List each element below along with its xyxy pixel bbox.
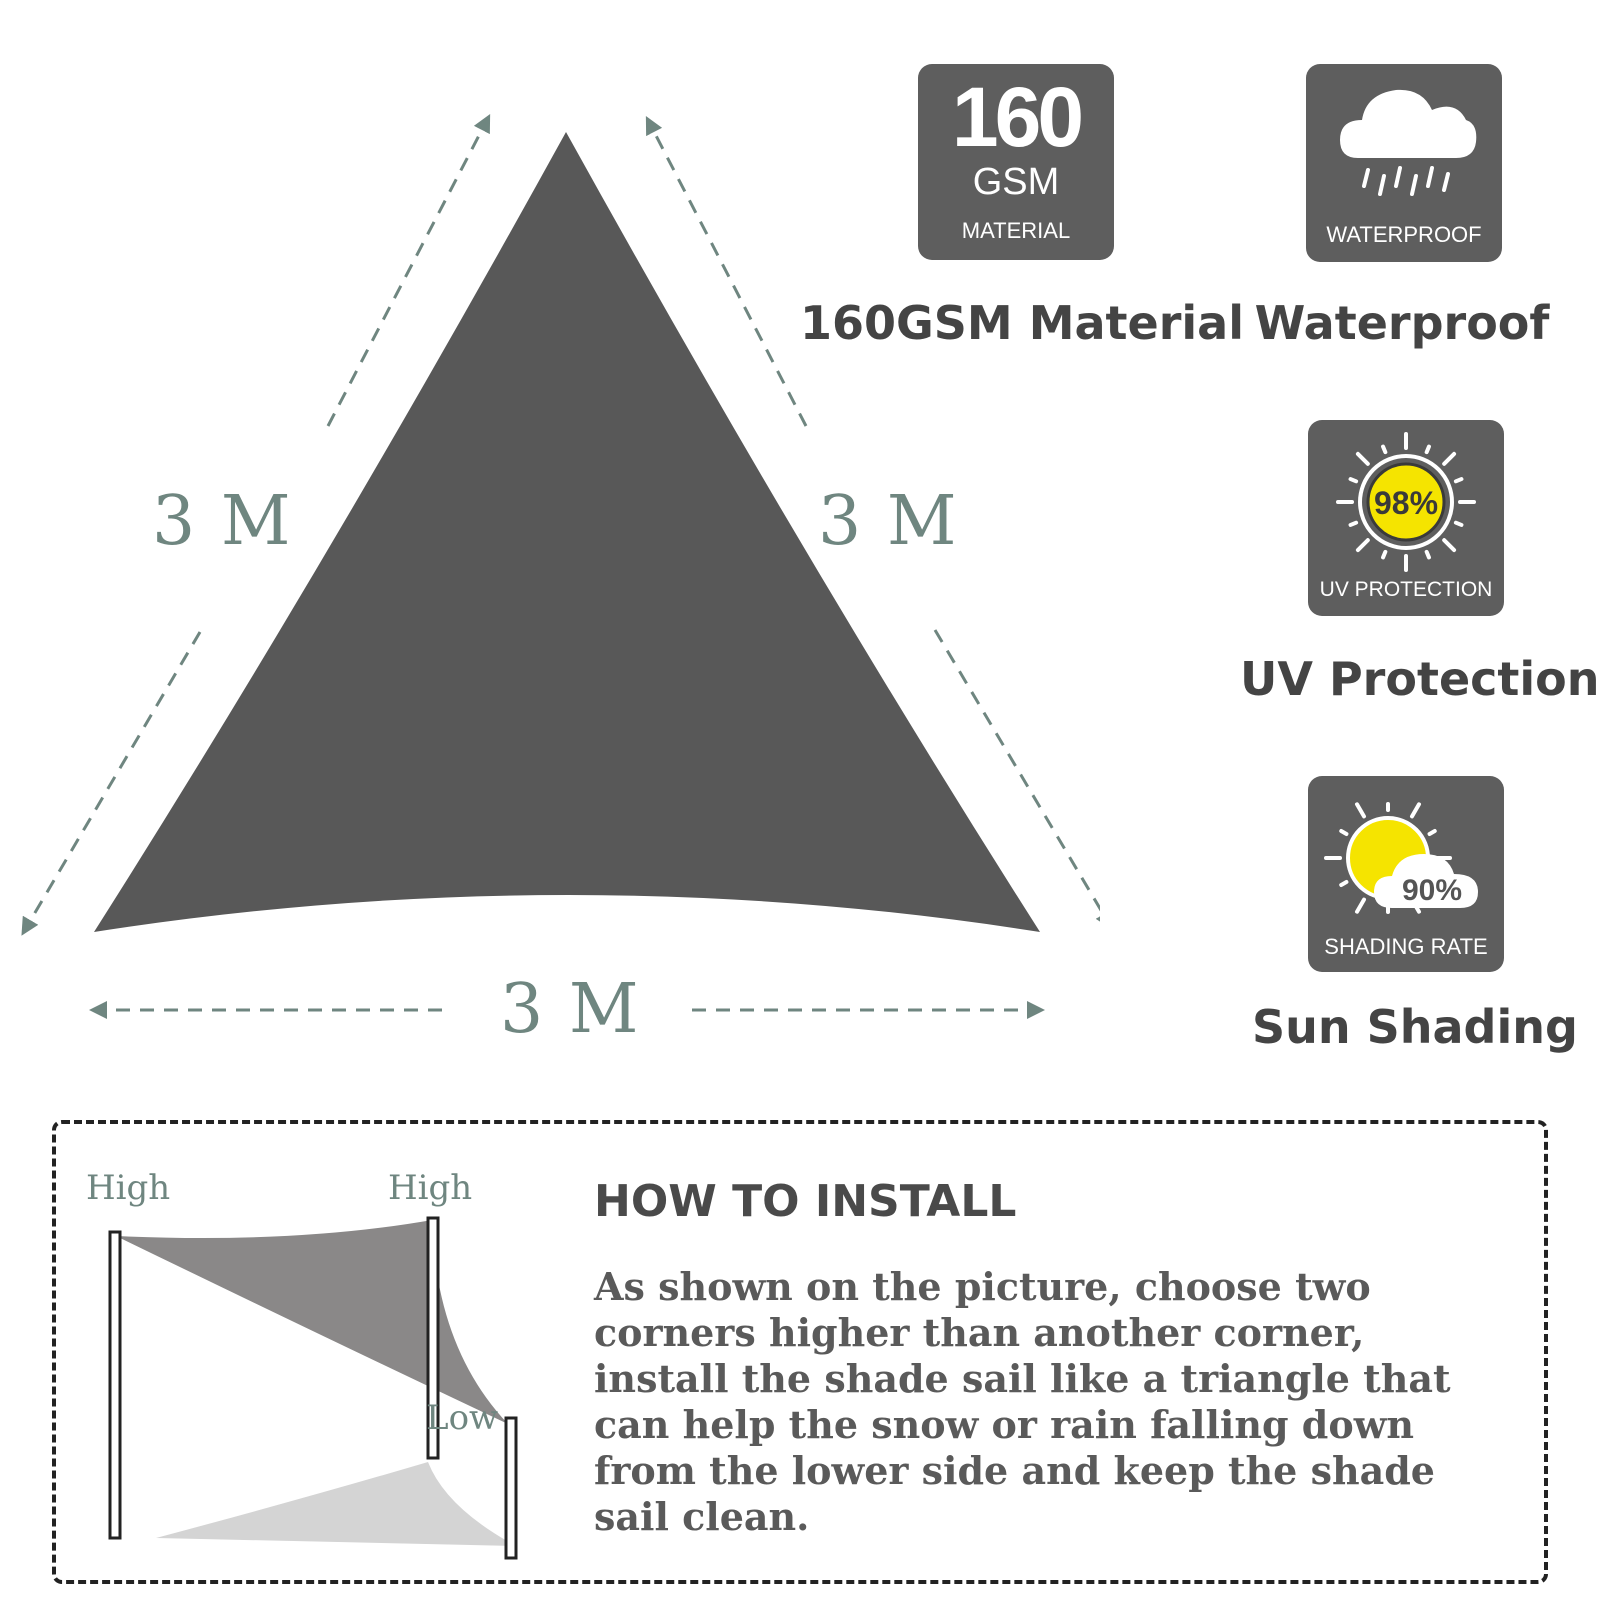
sun-ray xyxy=(1427,829,1437,836)
sun-ray xyxy=(1355,897,1366,914)
sun-ray xyxy=(1410,802,1421,819)
sun-ray xyxy=(1442,451,1457,466)
gsm-number: 160 xyxy=(951,70,1084,164)
shading-badge: 90% SHADING RATE xyxy=(1308,776,1504,972)
left-side-length: 3 M xyxy=(152,482,293,561)
sun-ray xyxy=(1355,451,1370,466)
waterproof-caption: WATERPROOF xyxy=(1326,222,1482,247)
sun-ray xyxy=(1453,477,1464,484)
rain-cloud-icon xyxy=(1340,89,1477,196)
gsm-icon: 160 GSM xyxy=(918,72,1114,202)
sun-ray xyxy=(1424,444,1431,455)
high-label-right: High xyxy=(388,1168,473,1208)
sun-ray xyxy=(1339,829,1349,836)
sun-ray xyxy=(1348,520,1359,527)
sun-ray xyxy=(1339,880,1349,887)
uv-badge: 98% UV PROTECTION xyxy=(1308,420,1504,616)
gsm-caption: MATERIAL xyxy=(961,218,1071,243)
shading-caption: SHADING RATE xyxy=(1324,934,1488,959)
high-label-left: High xyxy=(86,1168,171,1208)
installed-sail xyxy=(116,1220,508,1424)
uv-value: 98% xyxy=(1374,485,1438,521)
sun-ray xyxy=(1355,802,1366,819)
shade-sail-diagram xyxy=(21,114,1100,1019)
sun-ray xyxy=(1381,549,1388,560)
bottom-side-length: 3 M xyxy=(500,970,641,1049)
sun-ray xyxy=(1453,520,1464,527)
sun-ray xyxy=(1424,549,1431,560)
sun-ray xyxy=(1355,538,1370,553)
uv-title: UV Protection xyxy=(1240,652,1600,706)
install-description: As shown on the picture, choose two corn… xyxy=(594,1264,1451,1539)
sun-ray xyxy=(1348,477,1359,484)
gsm-unit: GSM xyxy=(972,161,1060,203)
sun-ray xyxy=(1381,444,1388,455)
install-instructions-box: High High Low HOW TO INSTALL As shown on… xyxy=(52,1120,1548,1584)
triangle-shade-sail xyxy=(94,132,1040,932)
low-label: Low xyxy=(426,1398,499,1438)
install-heading: HOW TO INSTALL xyxy=(594,1176,1017,1227)
right-side-length: 3 M xyxy=(818,482,959,561)
pole-left xyxy=(108,1230,122,1540)
right-dimension-arrow-bottom xyxy=(933,629,1100,930)
left-dimension-arrow-bottom xyxy=(21,631,202,936)
shading-title: Sun Shading xyxy=(1252,1000,1578,1054)
sail-shadow xyxy=(156,1462,516,1546)
pole-middle xyxy=(426,1216,440,1460)
right-dimension-arrow-top xyxy=(645,116,808,427)
sun-icon: 98% xyxy=(1336,432,1476,572)
waterproof-badge: WATERPROOF xyxy=(1306,64,1502,262)
sun-cloud-icon: 90% xyxy=(1324,802,1478,914)
waterproof-title: Waterproof xyxy=(1254,296,1550,350)
shading-value: 90% xyxy=(1402,874,1462,907)
install-illustration xyxy=(108,1216,518,1560)
sun-ray xyxy=(1442,538,1457,553)
uv-caption: UV PROTECTION xyxy=(1319,578,1493,601)
left-dimension-arrow-top xyxy=(326,114,491,427)
gsm-badge: 160 GSM MATERIAL xyxy=(918,64,1114,260)
gsm-title: 160GSM Material xyxy=(800,296,1244,350)
pole-right xyxy=(504,1416,518,1560)
